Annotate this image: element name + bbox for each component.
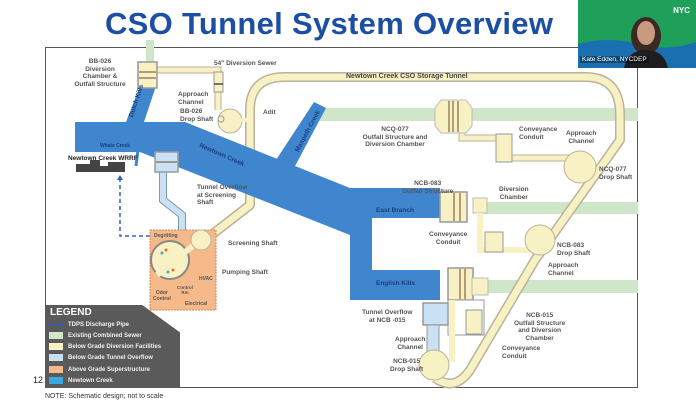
legend-item-superstructure: Above Grade Superstructure xyxy=(49,365,150,374)
label-degritting: Degritting xyxy=(154,233,178,239)
label-approach-ncb015: Approach Channel xyxy=(395,336,426,351)
label-storage-tunnel: Newtown Creek CSO Storage Tunnel xyxy=(346,73,468,80)
label-conveyance-ncb083: Conveyance Conduit xyxy=(429,231,468,246)
presenter-video[interactable]: NYC Kate Edden, NYCDEP xyxy=(578,0,696,68)
label-wrrf: Newtown Creek WRRF xyxy=(68,155,138,162)
label-conveyance-ncq077: Conveyance Conduit xyxy=(519,126,558,141)
label-english-kills: English Kills xyxy=(376,280,416,287)
legend-label: Below Grade Diversion Facilities xyxy=(68,343,162,350)
legend-title: LEGEND xyxy=(50,307,92,318)
label-east-branch: East Branch xyxy=(376,207,414,214)
label-tunnel-overflow-ncb015: Tunnel Overflow at NCB -015 xyxy=(362,309,413,324)
label-whale-creek: Whale Creek xyxy=(100,143,131,149)
label-pumping-shaft: Pumping Shaft xyxy=(222,269,268,276)
label-diversion-sewer: 54" Diversion Sewer xyxy=(214,60,277,67)
legend-item-creek: Newtown Creek xyxy=(49,376,113,385)
footnote: NOTE: Schematic design; not to scale xyxy=(45,393,164,400)
dashed-line-swatch-icon xyxy=(49,323,63,326)
legend-item-sewer: Existing Combined Sewer xyxy=(49,331,142,340)
legend-label: Below Grade Tunnel Overflow xyxy=(68,354,153,361)
wrrf-building xyxy=(76,160,125,172)
label-odor-control: Odor Control xyxy=(153,290,171,302)
ncb083-diversion-chamber xyxy=(472,197,488,214)
label-ncb015-drop-shaft: NCB-015 Drop Shaft xyxy=(390,358,424,373)
label-tunnel-overflow-screening: Tunnel Overflow at Screening Shaft xyxy=(197,184,248,206)
label-adit: Adit xyxy=(263,109,276,116)
label-bb026-drop-shaft: BB-026 Drop Shaft xyxy=(180,108,214,123)
combined-sewer-ncb015 xyxy=(488,280,638,293)
legend: LEGEND TDPS Discharge Pipe Existing Comb… xyxy=(45,305,180,388)
label-approach-channel-bb026: Approach Channel xyxy=(178,91,209,106)
legend-item-overflow: Below Grade Tunnel Overflow xyxy=(49,353,153,362)
label-diversion-chamber-ncb083: Diversion Chamber xyxy=(499,186,529,201)
swatch-icon xyxy=(49,366,63,373)
label-ncb083-drop-shaft: NCB-083 Drop Shaft xyxy=(557,242,591,257)
label-bb026-chamber: BB-026 Diversion Chamber & Outfall Struc… xyxy=(74,58,126,88)
legend-label: TDPS Discharge Pipe xyxy=(68,321,130,328)
label-conveyance-ncb015: Conveyance Conduit xyxy=(502,345,541,360)
label-ncb015-outfall: NCB-015 Outfall Structure and Diversion … xyxy=(514,312,566,342)
legend-label: Existing Combined Sewer xyxy=(68,332,142,339)
swatch-icon xyxy=(49,354,63,361)
page-title: CSO Tunnel System Overview xyxy=(105,6,554,41)
diagram-frame xyxy=(45,47,638,388)
combined-sewer-ncb083 xyxy=(480,202,638,214)
page-number: 12 xyxy=(33,375,44,385)
video-background xyxy=(578,17,696,68)
dutch-kills xyxy=(126,86,156,122)
ncq077-drop-shaft xyxy=(563,150,597,184)
label-ncb083-outfall: NCB-083 Outfall Structure xyxy=(402,180,454,195)
label-approach-ncq077: Approach Channel xyxy=(566,130,597,145)
newtown-creek xyxy=(75,122,440,300)
tunnel-overflow-ncb015 xyxy=(422,302,449,326)
bb026-chamber xyxy=(137,61,158,89)
combined-sewer-dutch-kills xyxy=(146,40,154,64)
ncb083-drop-shaft xyxy=(524,224,556,256)
combined-sewer-ncq077 xyxy=(318,108,638,121)
legend-label: Newtown Creek xyxy=(68,377,113,384)
presenter-name: Kate Edden, NYCDEP xyxy=(580,56,649,63)
tdps-discharge-pipe xyxy=(119,178,158,237)
label-hvac: HVAC xyxy=(199,276,213,282)
legend-item-tdps: TDPS Discharge Pipe xyxy=(49,320,129,329)
label-electrical: Electrical xyxy=(185,301,208,307)
legend-item-diversion: Below Grade Diversion Facilities xyxy=(49,342,161,351)
label-approach-ncb083: Approach Channel xyxy=(548,262,579,277)
label-ncq077-drop-shaft: NCQ-077 Drop Shaft xyxy=(599,166,633,181)
screening-shaft-circle xyxy=(190,229,212,251)
swatch-icon xyxy=(49,377,63,384)
label-screening-shaft: Screening Shaft xyxy=(228,240,278,247)
label-control-room: Control Rm xyxy=(177,285,193,295)
adit xyxy=(241,118,251,122)
legend-label: Above Grade Superstructure xyxy=(68,366,151,373)
swatch-icon xyxy=(49,343,63,350)
label-ncq077-outfall: NCQ-077 Outfall Structure and Diversion … xyxy=(362,126,428,148)
maspeth-creek xyxy=(276,102,326,168)
ncb015-drop-shaft xyxy=(418,349,450,381)
whale-creek xyxy=(134,149,140,167)
swatch-icon xyxy=(49,332,63,339)
nyc-logo: NYC xyxy=(673,6,690,15)
